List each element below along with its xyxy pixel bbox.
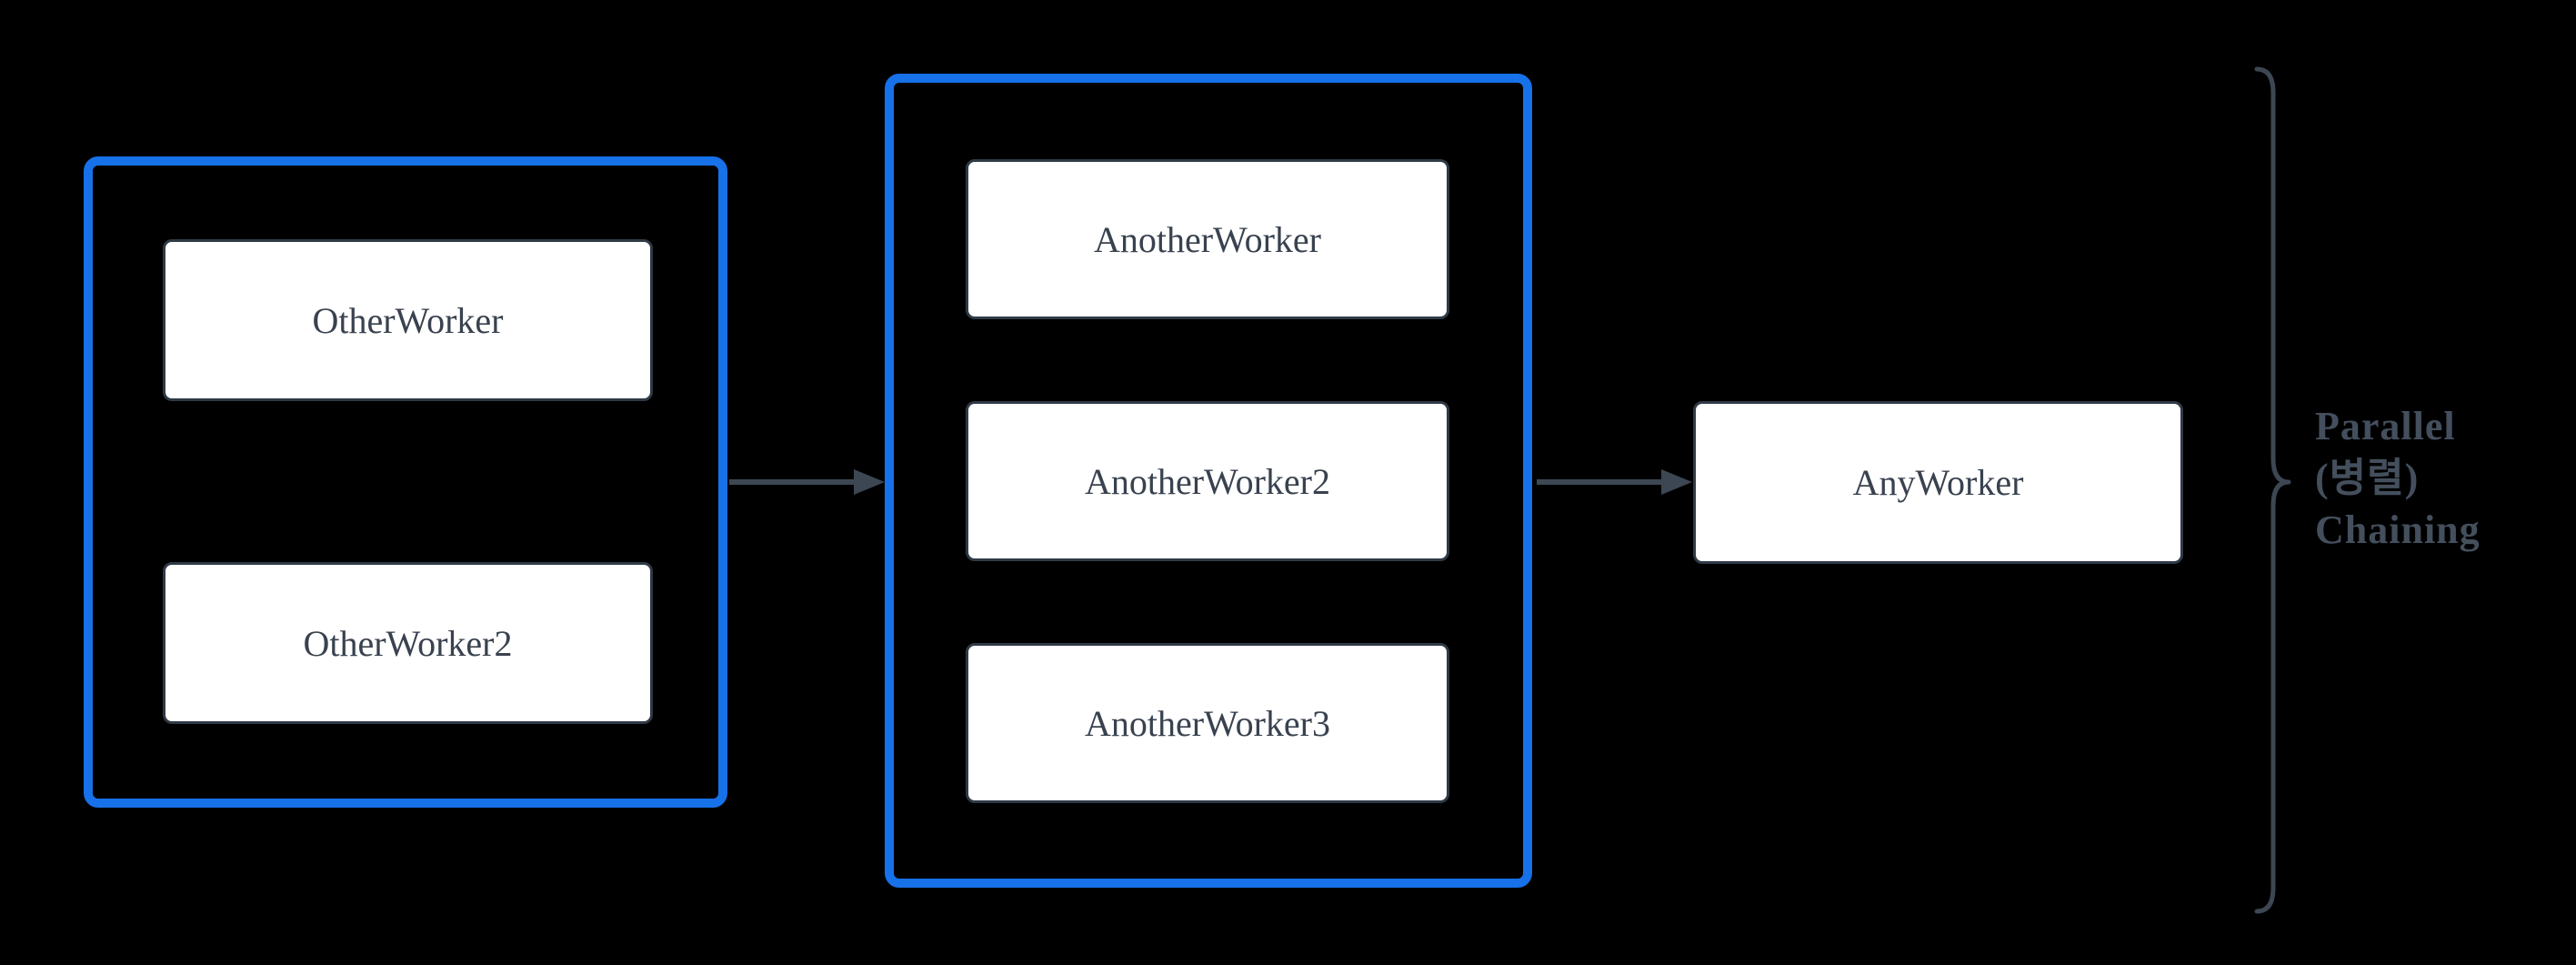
node-otherworker: OtherWorker (163, 239, 653, 401)
node-otherworker2-label: OtherWorker2 (303, 622, 513, 664)
annotation-parallel-chaining: Parallel (병렬) Chaining (2315, 400, 2570, 556)
arrow-head-icon (854, 469, 885, 495)
curly-brace-svg (2254, 66, 2291, 914)
node-anotherworker-label: AnotherWorker (1093, 218, 1322, 260)
group-box-another-workers (885, 74, 1532, 888)
node-otherworker2: OtherWorker2 (163, 562, 653, 724)
annotation-line-2: (병렬) (2315, 456, 2420, 500)
node-anotherworker: AnotherWorker (966, 159, 1449, 319)
node-anyworker-label: AnyWorker (1852, 462, 2024, 503)
arrow-group2-to-anyworker (1537, 467, 1692, 498)
curly-brace-icon (2251, 65, 2291, 915)
annotation-line-3: Chaining (2315, 508, 2481, 552)
node-anyworker: AnyWorker (1693, 401, 2183, 564)
arrow-head-icon (1661, 469, 1692, 495)
annotation-line-1: Parallel (2315, 404, 2456, 448)
node-anotherworker3: AnotherWorker3 (966, 643, 1449, 803)
node-anotherworker2-label: AnotherWorker2 (1084, 460, 1331, 502)
group-box-other-workers (84, 156, 727, 808)
arrow-group1-to-group2 (729, 467, 885, 498)
arrow-line (1537, 479, 1665, 485)
node-anotherworker3-label: AnotherWorker3 (1084, 702, 1331, 744)
node-otherworker-label: OtherWorker (312, 299, 504, 341)
node-anotherworker2: AnotherWorker2 (966, 401, 1449, 561)
arrow-line (729, 479, 857, 485)
